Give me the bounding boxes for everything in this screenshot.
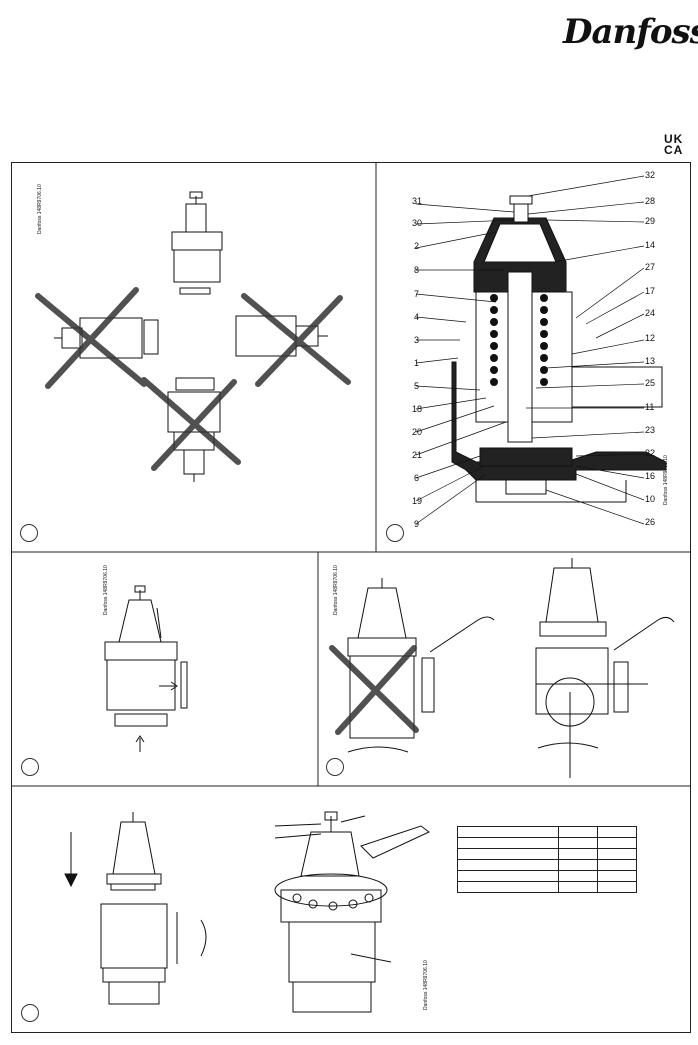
spec-table: [457, 826, 637, 893]
ukca-mark: UK CA: [664, 132, 690, 157]
part-label-19: 19: [412, 496, 423, 506]
part-label-16: 16: [645, 471, 656, 481]
part-label-1: 1: [414, 358, 420, 368]
part-label-11: 11: [645, 402, 655, 412]
part-label-25: 25: [645, 378, 656, 388]
welding-diagram: [329, 558, 675, 778]
part-label-30: 30: [412, 218, 423, 228]
panel-number-circle-4: [326, 758, 344, 776]
part-label-22: 22: [645, 448, 656, 458]
part-label-4: 4: [414, 312, 420, 322]
part-label-3: 3: [414, 335, 420, 345]
final-assembly-diagram: [64, 811, 430, 1013]
part-label-9: 9: [414, 519, 420, 529]
part-label-6: 6: [414, 473, 420, 483]
part-label-18: 18: [412, 404, 423, 414]
assembly-diagram: [104, 585, 188, 752]
part-label-12: 12: [645, 333, 656, 343]
part-label-10: 10: [645, 494, 656, 504]
part-label-28: 28: [645, 196, 656, 206]
table-row: [457, 826, 637, 838]
brand-logo: Danfoss: [563, 12, 698, 52]
panel-frame-outer: [11, 162, 691, 1033]
part-label-26: 26: [645, 517, 656, 527]
table-row: [457, 870, 637, 882]
table-row: [457, 859, 637, 871]
part-label-27: 27: [645, 262, 656, 272]
part-label-20: 20: [412, 427, 423, 437]
part-label-13: 13: [645, 356, 656, 366]
ukca-bottom-text: CA: [664, 143, 684, 157]
panel-number-circle-3: [21, 758, 39, 776]
part-label-24: 24: [645, 308, 656, 318]
part-label-14: 14: [645, 240, 656, 250]
orientation-diagram: [35, 191, 351, 482]
panel-number-circle-2: [386, 524, 404, 542]
ukca-top-text: UK: [664, 132, 684, 146]
part-label-32: 32: [645, 170, 656, 180]
part-label-17: 17: [645, 286, 656, 296]
valve-cross-section: [415, 175, 667, 525]
part-label-29: 29: [645, 216, 656, 226]
part-label-23: 23: [645, 425, 656, 435]
table-row: [457, 848, 637, 860]
part-label-7: 7: [414, 289, 420, 299]
table-row: [457, 837, 637, 849]
part-label-8: 8: [414, 265, 420, 275]
part-label-21: 21: [412, 450, 423, 460]
part-label-31: 31: [412, 196, 423, 206]
table-row: [457, 881, 637, 893]
panel-number-circle-1: [20, 524, 38, 542]
part-label-5: 5: [414, 381, 420, 391]
part-label-2: 2: [414, 241, 420, 251]
panel-number-circle-5: [21, 1004, 39, 1022]
